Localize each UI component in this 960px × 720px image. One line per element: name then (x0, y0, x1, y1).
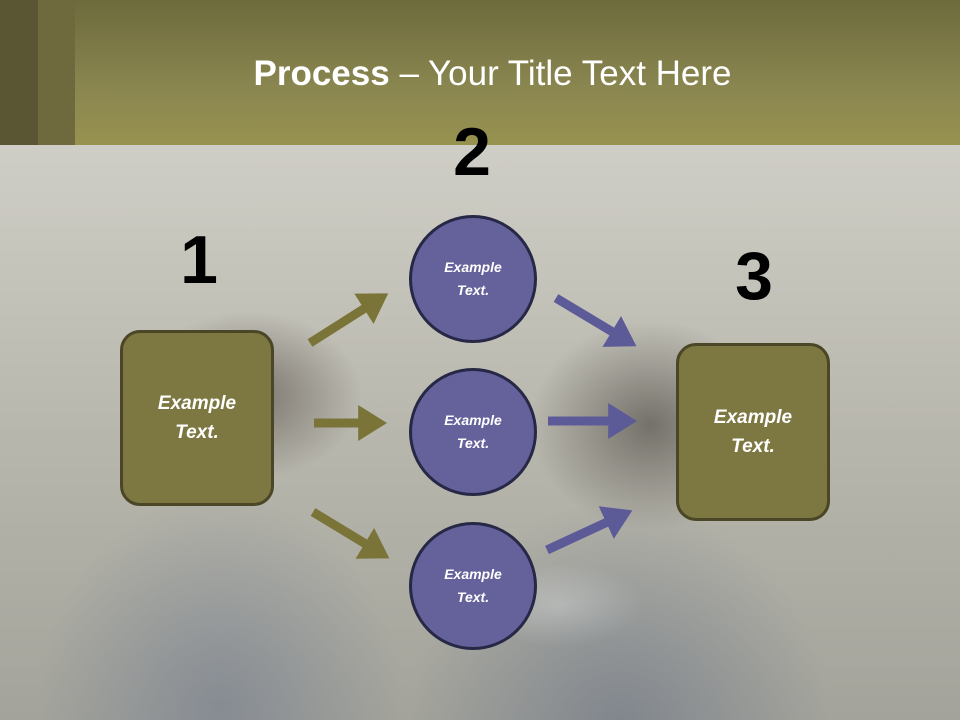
step1-number: 1 (180, 222, 218, 298)
title-dash: – (389, 54, 428, 93)
circle-1-text: Example Text. (444, 259, 502, 298)
slide-title[interactable]: Process – Your Title Text Here (0, 54, 960, 94)
title-bar: Process – Your Title Text Here (0, 0, 960, 145)
step3-box[interactable]: Example Text. (676, 343, 830, 521)
title-bold-word: Process (253, 54, 390, 93)
arrow-step1-to-circle1 (307, 293, 389, 347)
title-rest: Your Title Text Here (428, 54, 732, 93)
step2-circle-1[interactable]: Example Text. (409, 215, 537, 343)
circle-2-text: Example Text. (444, 412, 502, 451)
arrow-circle3-to-step3 (545, 506, 633, 555)
header-accent-strip-light (38, 0, 75, 145)
circle-3-text: Example Text. (444, 566, 502, 605)
step1-box[interactable]: Example Text. (120, 330, 274, 506)
header-accent-strip (0, 0, 38, 145)
arrow-circle1-to-step3 (553, 294, 637, 347)
step2-circle-2[interactable]: Example Text. (409, 368, 537, 496)
step1-box-text: Example Text. (157, 393, 237, 443)
step3-box-text: Example Text. (713, 407, 793, 457)
step3-number: 3 (735, 238, 773, 314)
arrow-step1-to-circle3 (310, 508, 390, 559)
step2-circle-3[interactable]: Example Text. (409, 522, 537, 650)
step2-number: 2 (453, 114, 491, 190)
